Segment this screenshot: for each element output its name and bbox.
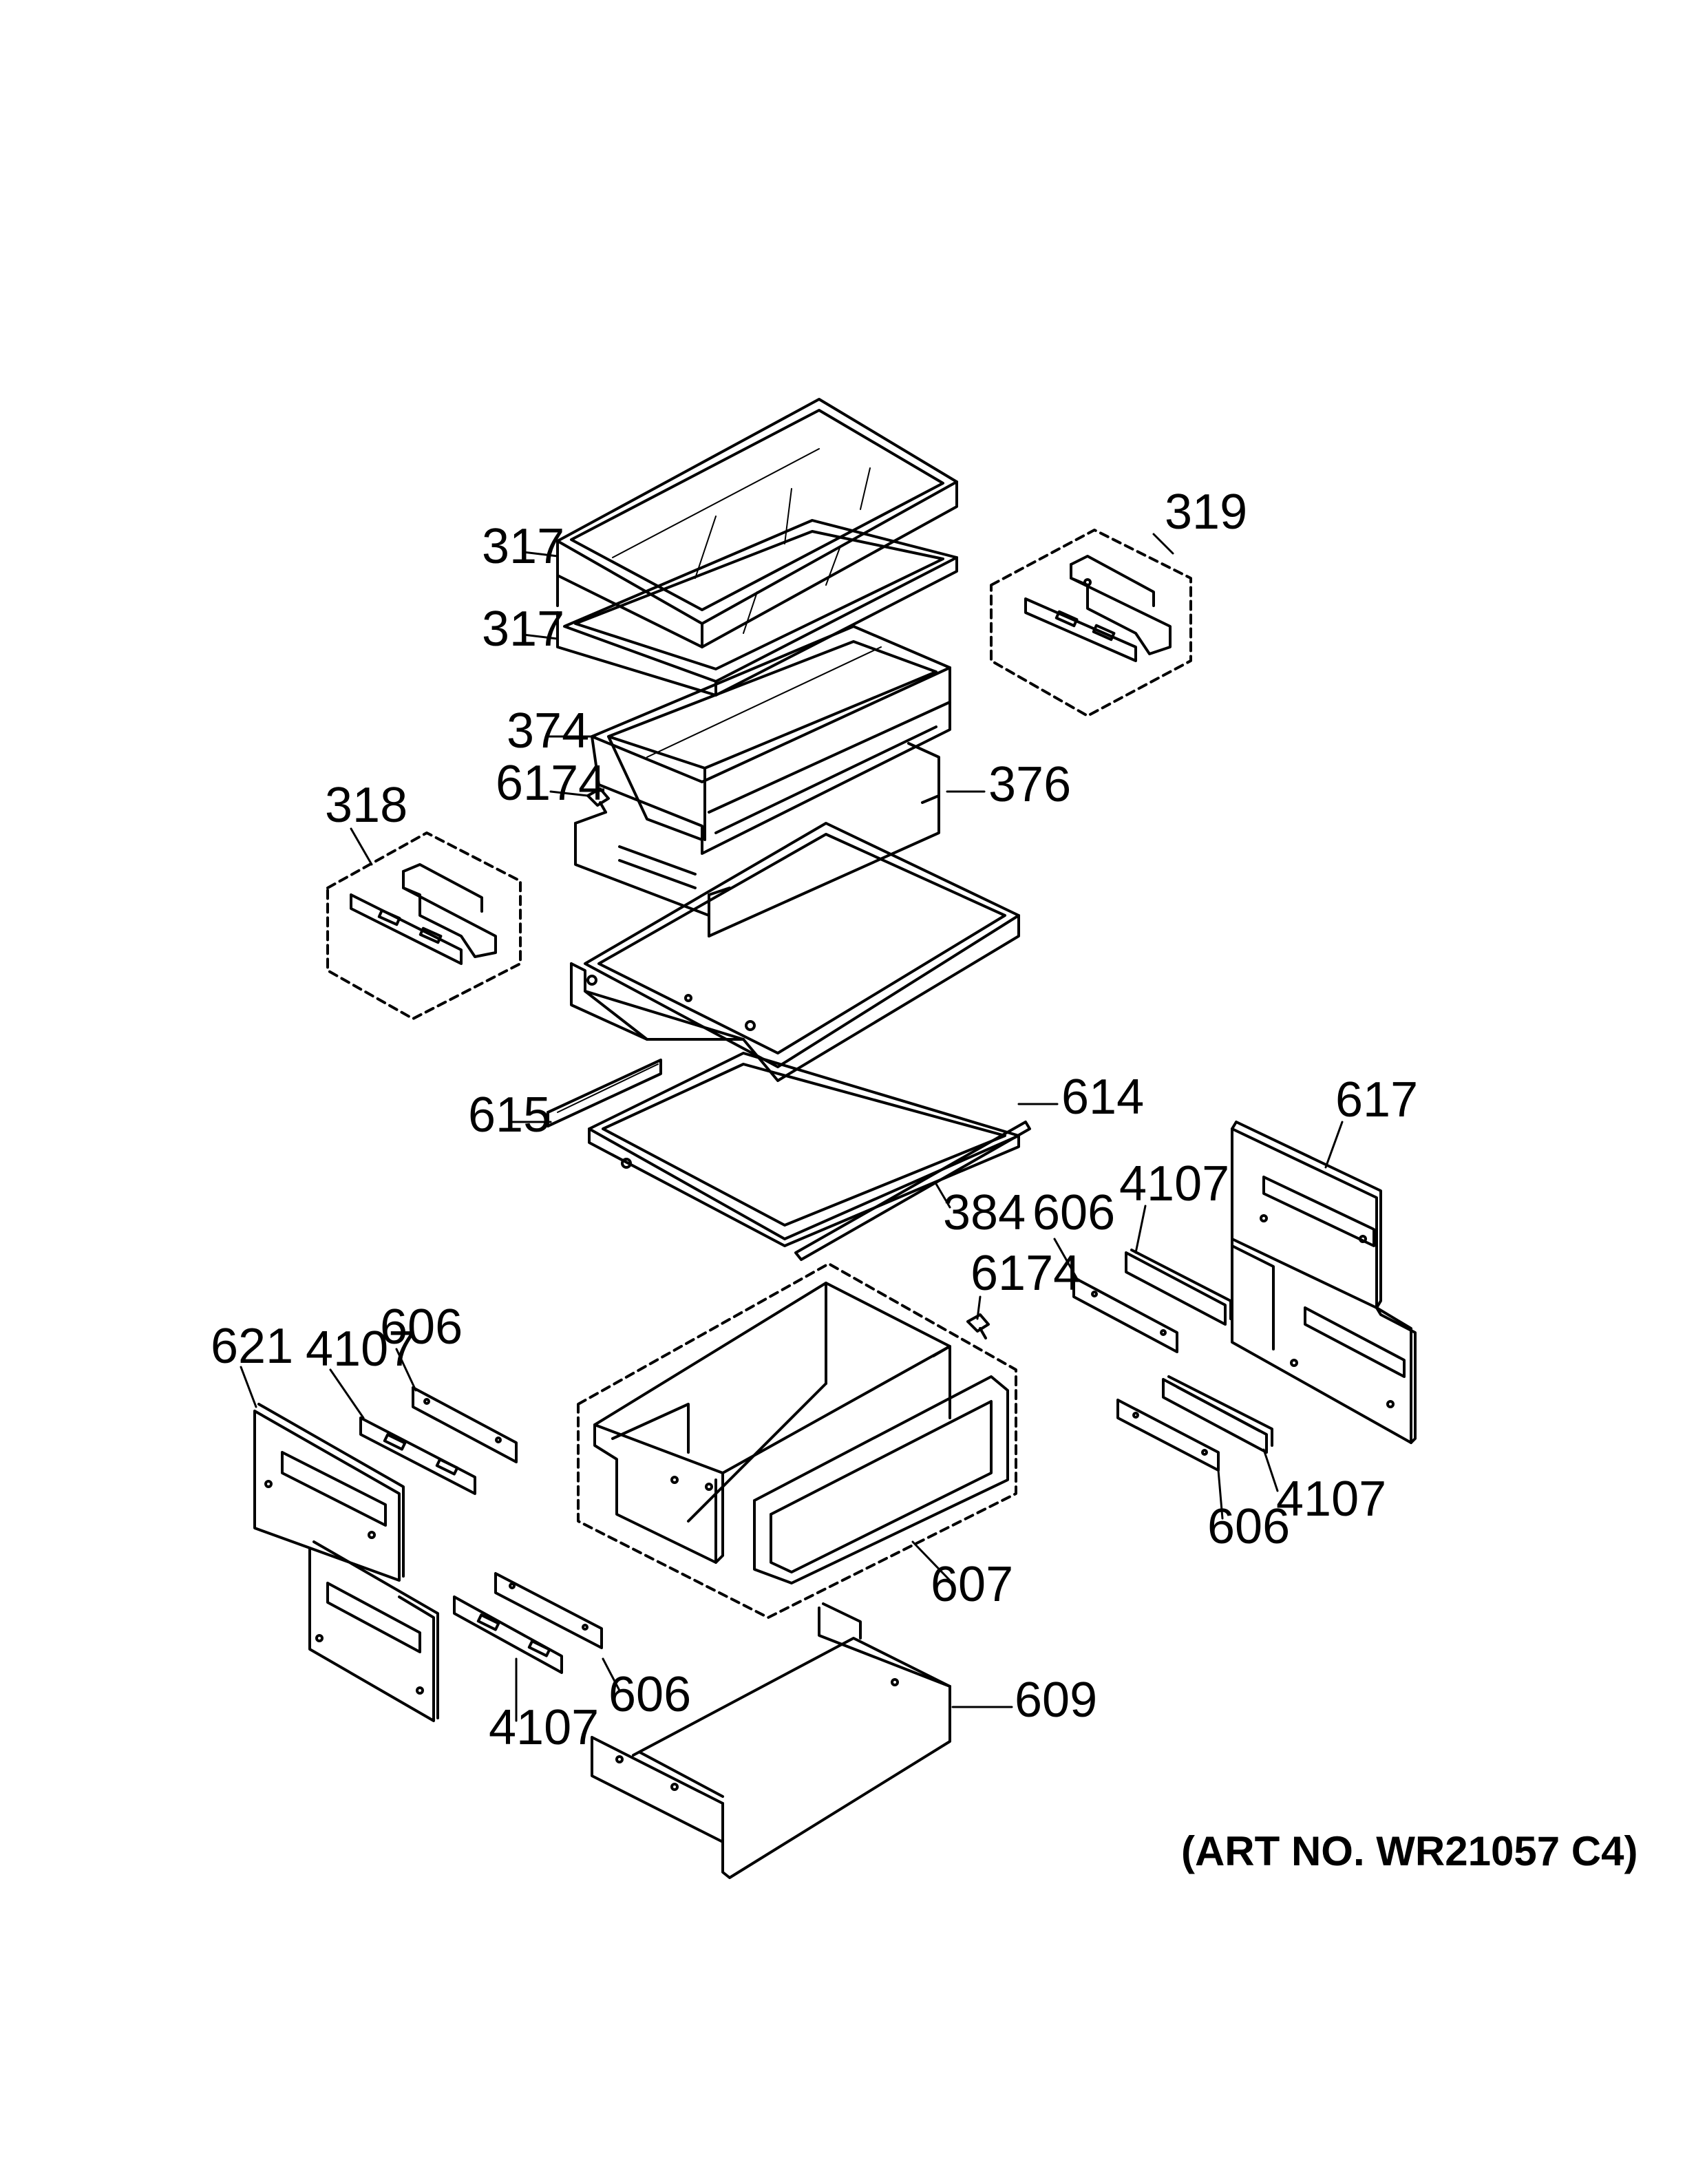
label-319: 319: [1165, 485, 1247, 540]
label-374: 374: [507, 703, 589, 759]
strip-606-left-lower: [494, 1572, 603, 1649]
label-614: 614: [1061, 1070, 1144, 1125]
rail-615: [547, 1059, 662, 1127]
slide-rail-4107-left-lower: [453, 1595, 563, 1674]
glass-shelf-317-upper: [556, 398, 958, 648]
strip-606-right-upper: [1072, 1276, 1178, 1353]
label-317-upper: 317: [482, 519, 564, 574]
label-6174-left: 6174: [496, 756, 606, 811]
screw-6174-left: [586, 787, 610, 814]
label-6174-right: 6174: [971, 1246, 1081, 1301]
leader-lines: [240, 533, 1344, 1722]
label-4107-left-lower: 4107: [489, 1700, 599, 1755]
callout-labels: 317 317 374 6174 376 319 318 615 614 384…: [211, 485, 1638, 1874]
slide-rail-4107-right-upper: [1125, 1249, 1232, 1326]
slide-rail-kit-319: [990, 529, 1192, 717]
label-4107-left-upper: 4107: [306, 1322, 416, 1377]
trim-384: [794, 1121, 1031, 1261]
slide-rail-kit-318: [326, 831, 522, 1020]
crisper-drawer-607: [577, 1262, 1017, 1619]
label-384: 384: [943, 1185, 1026, 1240]
label-606-right-lower: 606: [1207, 1499, 1290, 1554]
screw-6174-right: [966, 1313, 990, 1339]
strip-606-right-lower: [1116, 1399, 1220, 1472]
glass-shelf-317-lower: [556, 519, 958, 697]
label-606-left-lower: 606: [608, 1667, 691, 1722]
slide-rail-4107-left-upper: [359, 1417, 476, 1495]
frame-376: [574, 742, 940, 937]
label-376: 376: [988, 757, 1071, 812]
label-607: 607: [931, 1557, 1013, 1612]
label-606-left-upper: 606: [380, 1300, 463, 1355]
art-number: (ART NO. WR21057 C4): [1181, 1828, 1638, 1874]
panel-621: [253, 1403, 439, 1722]
slide-rail-4107-right-lower: [1162, 1375, 1273, 1454]
label-318: 318: [325, 778, 407, 833]
label-609: 609: [1015, 1673, 1097, 1728]
label-621: 621: [211, 1319, 293, 1374]
label-4107-right-lower: 4107: [1276, 1472, 1386, 1527]
label-617: 617: [1335, 1072, 1418, 1127]
label-317-lower: 317: [482, 602, 564, 657]
strip-606-left-upper: [412, 1386, 518, 1463]
label-615: 615: [468, 1088, 551, 1143]
pan-374: [591, 625, 951, 855]
panel-617: [1231, 1121, 1417, 1444]
drawer-frame-609: [591, 1602, 951, 1879]
glass-shelf-middle: [570, 822, 1020, 1082]
label-606-right-upper: 606: [1032, 1185, 1115, 1240]
label-4107-right-upper: 4107: [1119, 1156, 1229, 1211]
